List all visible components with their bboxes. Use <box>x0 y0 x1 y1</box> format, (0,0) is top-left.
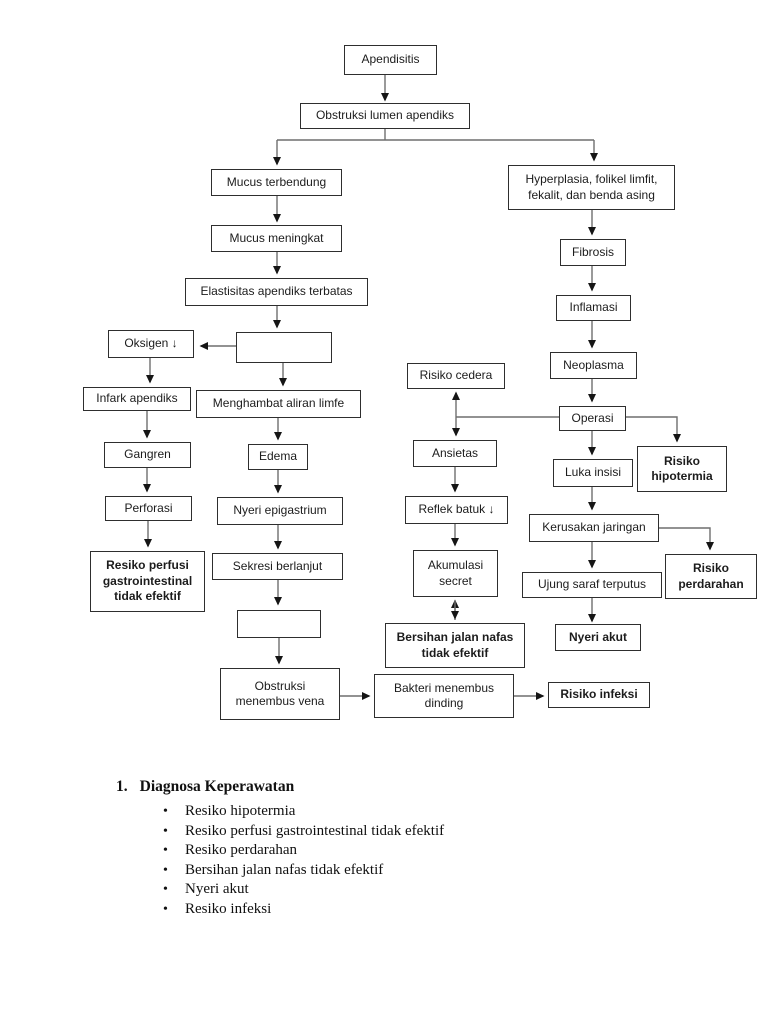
bullet-icon: • <box>163 843 168 858</box>
node-mucus-terbendung: Mucus terbendung <box>211 169 342 196</box>
node-empty-box-2 <box>237 610 321 638</box>
node-akumulasi-secret: Akumulasi secret <box>413 550 498 597</box>
node-risiko-perdarahan: Risiko perdarahan <box>665 554 757 599</box>
list-item: • Bersihan jalan nafas tidak efektif <box>116 862 596 882</box>
node-ansietas: Ansietas <box>413 440 497 467</box>
node-operasi: Operasi <box>559 406 626 431</box>
node-risiko-cedera: Risiko cedera <box>407 363 505 389</box>
list-item: • Resiko perdarahan <box>116 842 596 862</box>
heading-text: Diagnosa Keperawatan <box>139 778 295 795</box>
node-ujung-saraf: Ujung saraf terputus <box>522 572 662 598</box>
list-item-text: Nyeri akut <box>185 881 249 897</box>
list-item-text: Resiko hipotermia <box>185 803 296 819</box>
diagnosa-heading: 1. Diagnosa Keperawatan <box>116 778 596 796</box>
node-mucus-meningkat: Mucus meningkat <box>211 225 342 252</box>
bullet-icon: • <box>163 901 168 917</box>
list-item-text: Bersihan jalan nafas tidak efektif <box>185 861 384 878</box>
bullet-icon: • <box>163 882 168 897</box>
node-menghambat-limfe: Menghambat aliran limfe <box>196 390 361 418</box>
node-empty-box-1 <box>236 332 332 363</box>
bullet-icon: • <box>163 823 168 839</box>
node-gangren: Gangren <box>104 442 191 468</box>
diagnosa-list: • Resiko hipotermia • Resiko perfusi gas… <box>116 803 596 920</box>
node-obstruksi-lumen: Obstruksi lumen apendiks <box>300 103 470 129</box>
node-inflamasi: Inflamasi <box>556 295 631 321</box>
node-infark-apendiks: Infark apendiks <box>83 387 191 411</box>
node-elastisitas: Elastisitas apendiks terbatas <box>185 278 368 306</box>
node-nyeri-epigastrium: Nyeri epigastrium <box>217 497 343 525</box>
node-perforasi: Perforasi <box>105 496 192 521</box>
node-reflek-batuk: Reflek batuk ↓ <box>405 496 508 524</box>
node-obstruksi-vena: Obstruksi menembus vena <box>220 668 340 720</box>
list-item: • Nyeri akut <box>116 881 596 901</box>
node-hyperplasia: Hyperplasia, folikel limfit, fekalit, da… <box>508 165 675 210</box>
list-item: • Resiko hipotermia <box>116 803 596 823</box>
node-edema: Edema <box>248 444 308 470</box>
bullet-icon: • <box>163 862 168 878</box>
node-neoplasma: Neoplasma <box>550 352 637 379</box>
bullet-icon: • <box>163 804 168 819</box>
heading-number: 1. <box>116 778 128 795</box>
node-nyeri-akut: Nyeri akut <box>555 624 641 651</box>
node-kerusakan-jaringan: Kerusakan jaringan <box>529 514 659 542</box>
node-luka-insisi: Luka insisi <box>553 459 633 487</box>
node-bersihan-jalan-nafas: Bersihan jalan nafas tidak efektif <box>385 623 525 668</box>
list-item: • Resiko infeksi <box>116 901 596 921</box>
node-fibrosis: Fibrosis <box>560 239 626 266</box>
node-oksigen-turun: Oksigen ↓ <box>108 330 194 358</box>
node-risiko-infeksi: Risiko infeksi <box>548 682 650 708</box>
node-resiko-perfusi: Resiko perfusi gastrointestinal tidak ef… <box>90 551 205 612</box>
list-item-text: Resiko perdarahan <box>185 842 298 858</box>
list-item: • Resiko perfusi gastrointestinal tidak … <box>116 823 596 843</box>
node-risiko-hipotermia: Risiko hipotermia <box>637 446 727 492</box>
node-apendisitis: Apendisitis <box>344 45 437 75</box>
list-item-text: Resiko perfusi gastrointestinal tidak ef… <box>185 822 445 839</box>
diagnosa-section: 1. Diagnosa Keperawatan • Resiko hipoter… <box>116 778 596 920</box>
node-bakteri-dinding: Bakteri menembus dinding <box>374 674 514 718</box>
node-sekresi-berlanjut: Sekresi berlanjut <box>212 553 343 580</box>
list-item-text: Resiko infeksi <box>185 900 272 917</box>
